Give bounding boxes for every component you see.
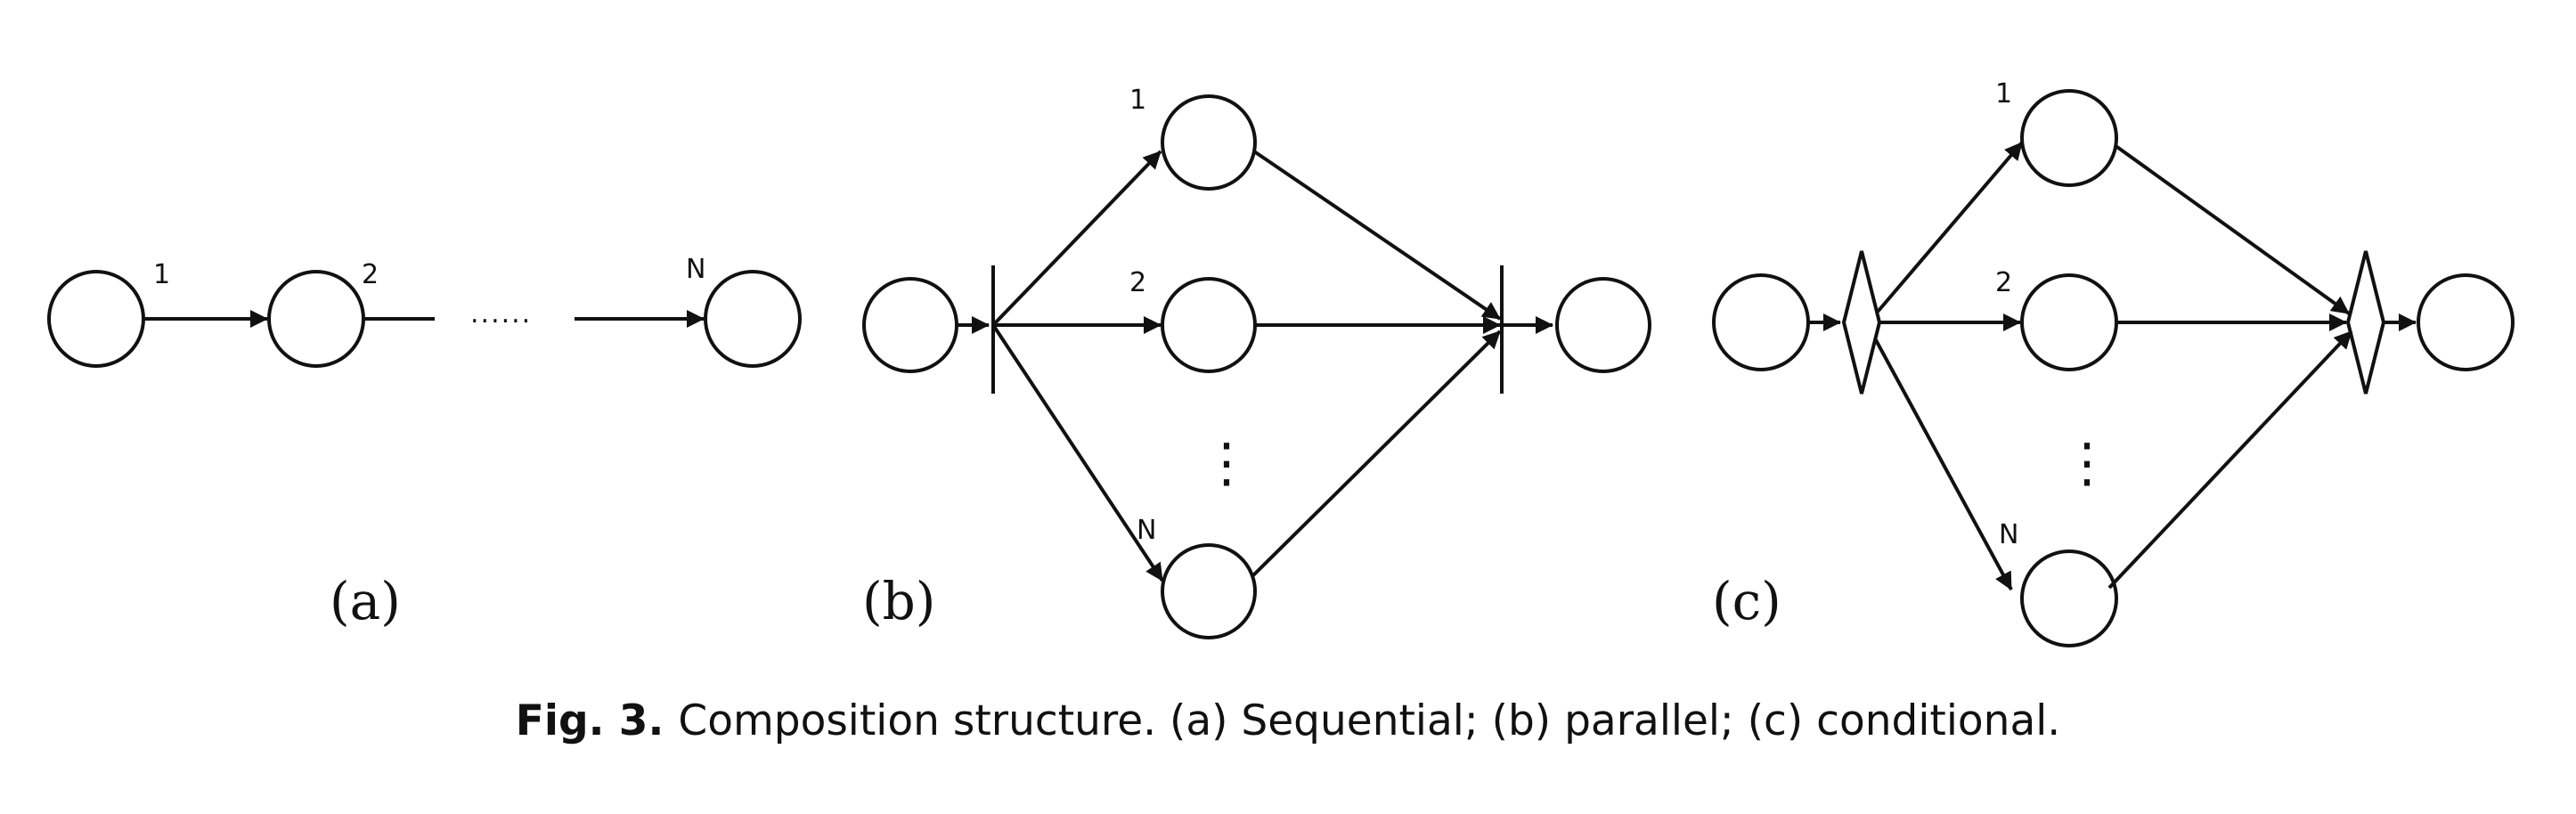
panel-a-ellipsis: ...... [470,298,532,330]
panel-c-arrow-1-join [2113,143,2351,315]
panel-a-node-2 [267,270,365,368]
panel-b-arrow-split-1 [991,150,1162,327]
panel-b-node-1 [1161,94,1257,191]
panel-a-sequential [47,270,802,368]
panel-a-label-1: 1 [153,259,170,290]
panel-b-node-end [1555,277,1651,373]
panel-c-node-n [2020,549,2118,647]
panel-c-decision-diamond-split [1841,250,1882,395]
panel-a-label-2: 2 [362,259,379,290]
panel-c-node-end [2417,273,2515,371]
panel-b-node-start [862,277,958,373]
panel-c-label: (c) [1712,571,1781,631]
panel-c-node-2 [2020,273,2118,371]
panel-c-label-2: 2 [1995,267,2012,298]
panel-b-ellipsis: ⋮ [1200,432,1253,494]
panel-c-label-n: N [1999,519,2018,550]
panel-a-node-start [47,270,145,368]
panel-c-decision-diamond-join [2345,250,2386,395]
panel-b-arrow-split-n [991,323,1164,582]
panel-b-label-2: 2 [1129,267,1146,298]
panel-a-label: (a) [330,571,401,631]
panel-c-ellipsis: ⋮ [2060,432,2114,494]
panel-b-node-n [1161,543,1257,639]
caption-text: Composition structure. (a) Sequential; (… [678,696,2061,745]
panel-c-label-1: 1 [1995,78,2012,110]
figure-caption: Fig. 3.Composition structure. (a) Sequen… [0,700,2576,742]
panel-c-node-start [1712,273,1810,371]
panel-b-label: (b) [862,571,935,631]
panel-a-label-n: N [686,254,705,285]
panel-c-node-1 [2020,89,2118,187]
figure-number: Fig. 3. [515,696,664,745]
panel-b-arrow-1-join [1252,150,1502,321]
panel-c-arrow-n-join [2107,330,2353,590]
panel-b-label-1: 1 [1129,85,1146,116]
panel-a-node-n [704,270,802,368]
panel-b-parallel [862,94,1651,639]
panel-c-arrow-split-1 [1876,141,2024,313]
panel-b-node-2 [1161,277,1257,373]
panel-b-arrow-n-join [1250,330,1502,579]
panel-c-arrow-split-n [1873,338,2013,590]
panel-b-label-n: N [1137,515,1156,546]
panel-c-conditional [1712,89,2515,647]
